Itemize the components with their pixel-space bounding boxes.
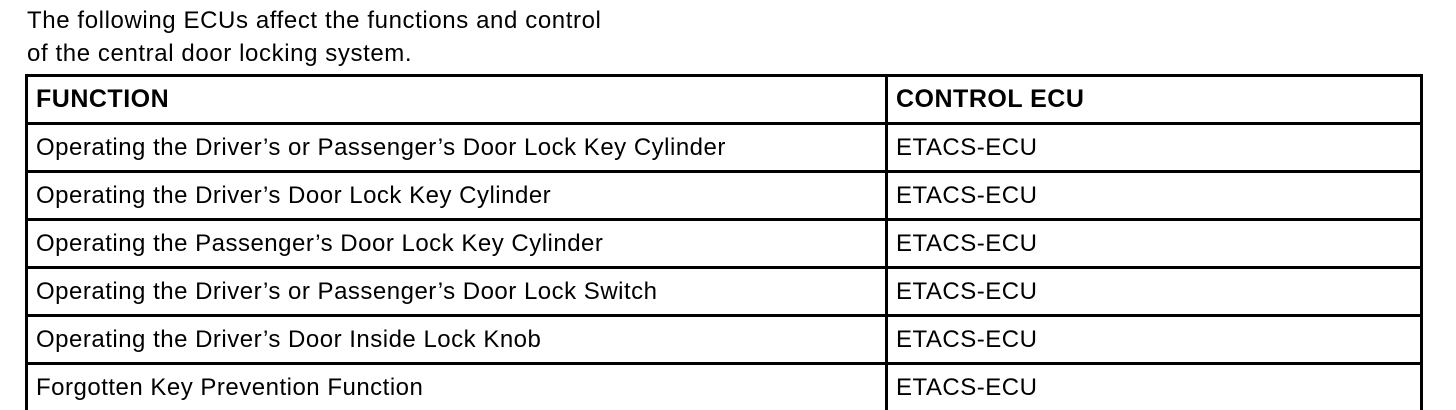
function-cell: Operating the Passenger’s Door Lock Key … (25, 218, 888, 269)
function-cell: Forgotten Key Prevention Function (25, 362, 888, 410)
table-row: Operating the Driver’s Door Inside Lock … (25, 314, 1423, 365)
intro-line-2: of the central door locking system. (27, 40, 413, 67)
function-cell: Operating the Driver’s Door Inside Lock … (25, 314, 888, 365)
control-ecu-cell: ETACS-ECU (885, 314, 1423, 365)
control-ecu-header-cell: CONTROL ECU (885, 74, 1423, 125)
table-row: Operating the Passenger’s Door Lock Key … (25, 218, 1423, 269)
control-ecu-cell: ETACS-ECU (885, 218, 1423, 269)
function-header-cell: FUNCTION (25, 74, 888, 125)
control-ecu-cell: ETACS-ECU (885, 362, 1423, 410)
table-row: Operating the Driver’s or Passenger’s Do… (25, 122, 1423, 173)
control-ecu-cell: ETACS-ECU (885, 122, 1423, 173)
function-cell: Operating the Driver’s or Passenger’s Do… (25, 266, 888, 317)
table-header-row: FUNCTION CONTROL ECU (25, 74, 1423, 125)
control-ecu-cell: ETACS-ECU (885, 266, 1423, 317)
table-row: Operating the Driver’s or Passenger’s Do… (25, 266, 1423, 317)
ecu-function-table: FUNCTION CONTROL ECU Operating the Drive… (25, 74, 1423, 410)
function-cell: Operating the Driver’s or Passenger’s Do… (25, 122, 888, 173)
function-cell: Operating the Driver’s Door Lock Key Cyl… (25, 170, 888, 221)
table-row: Forgotten Key Prevention Function ETACS-… (25, 362, 1423, 410)
intro-text: The following ECUs affect the functions … (27, 4, 601, 70)
control-ecu-cell: ETACS-ECU (885, 170, 1423, 221)
table-row: Operating the Driver’s Door Lock Key Cyl… (25, 170, 1423, 221)
intro-line-1: The following ECUs affect the functions … (27, 7, 602, 34)
